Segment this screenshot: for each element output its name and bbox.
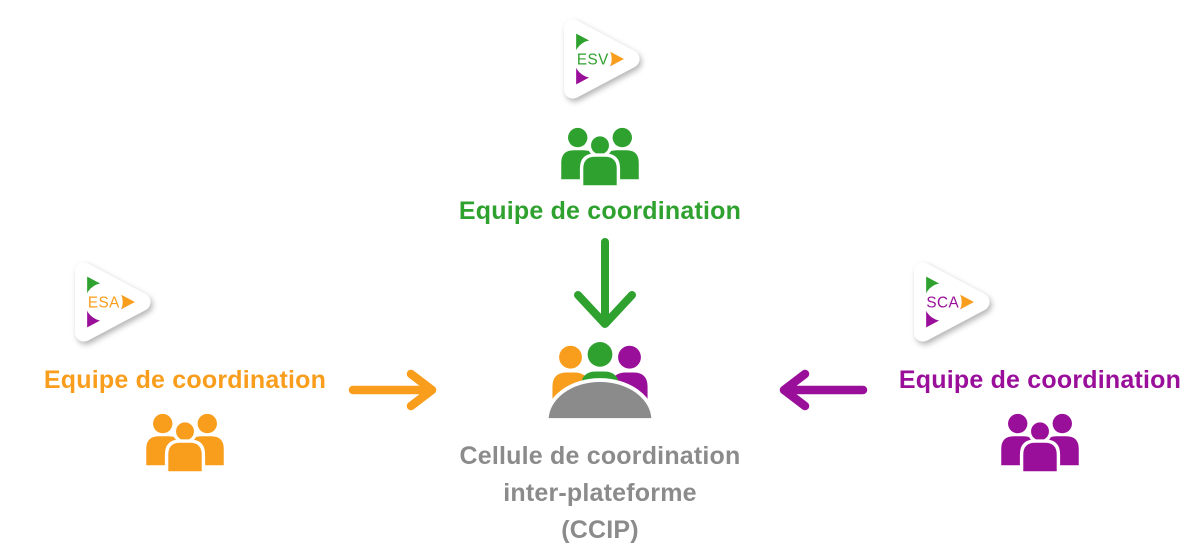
- ccip-label-line2: inter-plateforme: [503, 479, 697, 507]
- people-group-icon: [561, 127, 639, 187]
- esa-team-label: Equipe de coordination: [43, 366, 327, 394]
- ccip-node: Cellule de coordination inter-plateforme…: [430, 342, 770, 549]
- esa-logo: ESA: [75, 262, 151, 342]
- meeting-table: [544, 378, 656, 420]
- esv-team-label: Equipe de coordination: [458, 197, 742, 225]
- esv-node: ESV Equipe de coordination: [450, 5, 750, 226]
- people-group-icon: [146, 413, 224, 473]
- arrow-esv-to-ccip: [574, 238, 636, 328]
- logo-center-circle: [923, 283, 962, 321]
- sca-team-label: Equipe de coordination: [898, 366, 1182, 394]
- sca-logo: SCA: [914, 262, 990, 342]
- ccip-meeting-icon: [544, 342, 656, 420]
- ccip-label-line1: Cellule de coordination: [459, 442, 741, 470]
- sca-team-icon: [1001, 413, 1079, 473]
- esa-team-icon: [146, 413, 224, 473]
- sca-logo-label: SCA: [926, 294, 959, 311]
- esa-node: ESA Equipe de coordination: [25, 248, 345, 473]
- arrow-sca-to-ccip: [779, 369, 868, 411]
- meeting-people-icon: [544, 342, 656, 420]
- esa-logo-label: ESA: [88, 294, 120, 311]
- ccip-label-line3: (CCIP): [561, 516, 639, 544]
- logo-center-circle: [573, 40, 612, 78]
- esv-logo: ESV: [564, 19, 640, 99]
- sca-node: SCA Equipe de coordination: [880, 248, 1200, 473]
- esv-team-icon: [561, 127, 639, 187]
- arrow-esa-to-ccip: [348, 369, 437, 411]
- people-group-icon: [1001, 413, 1079, 473]
- logo-center-circle: [84, 283, 123, 321]
- ccip-label: Cellule de coordination inter-plateforme…: [430, 438, 770, 549]
- esv-logo-label: ESV: [577, 51, 609, 68]
